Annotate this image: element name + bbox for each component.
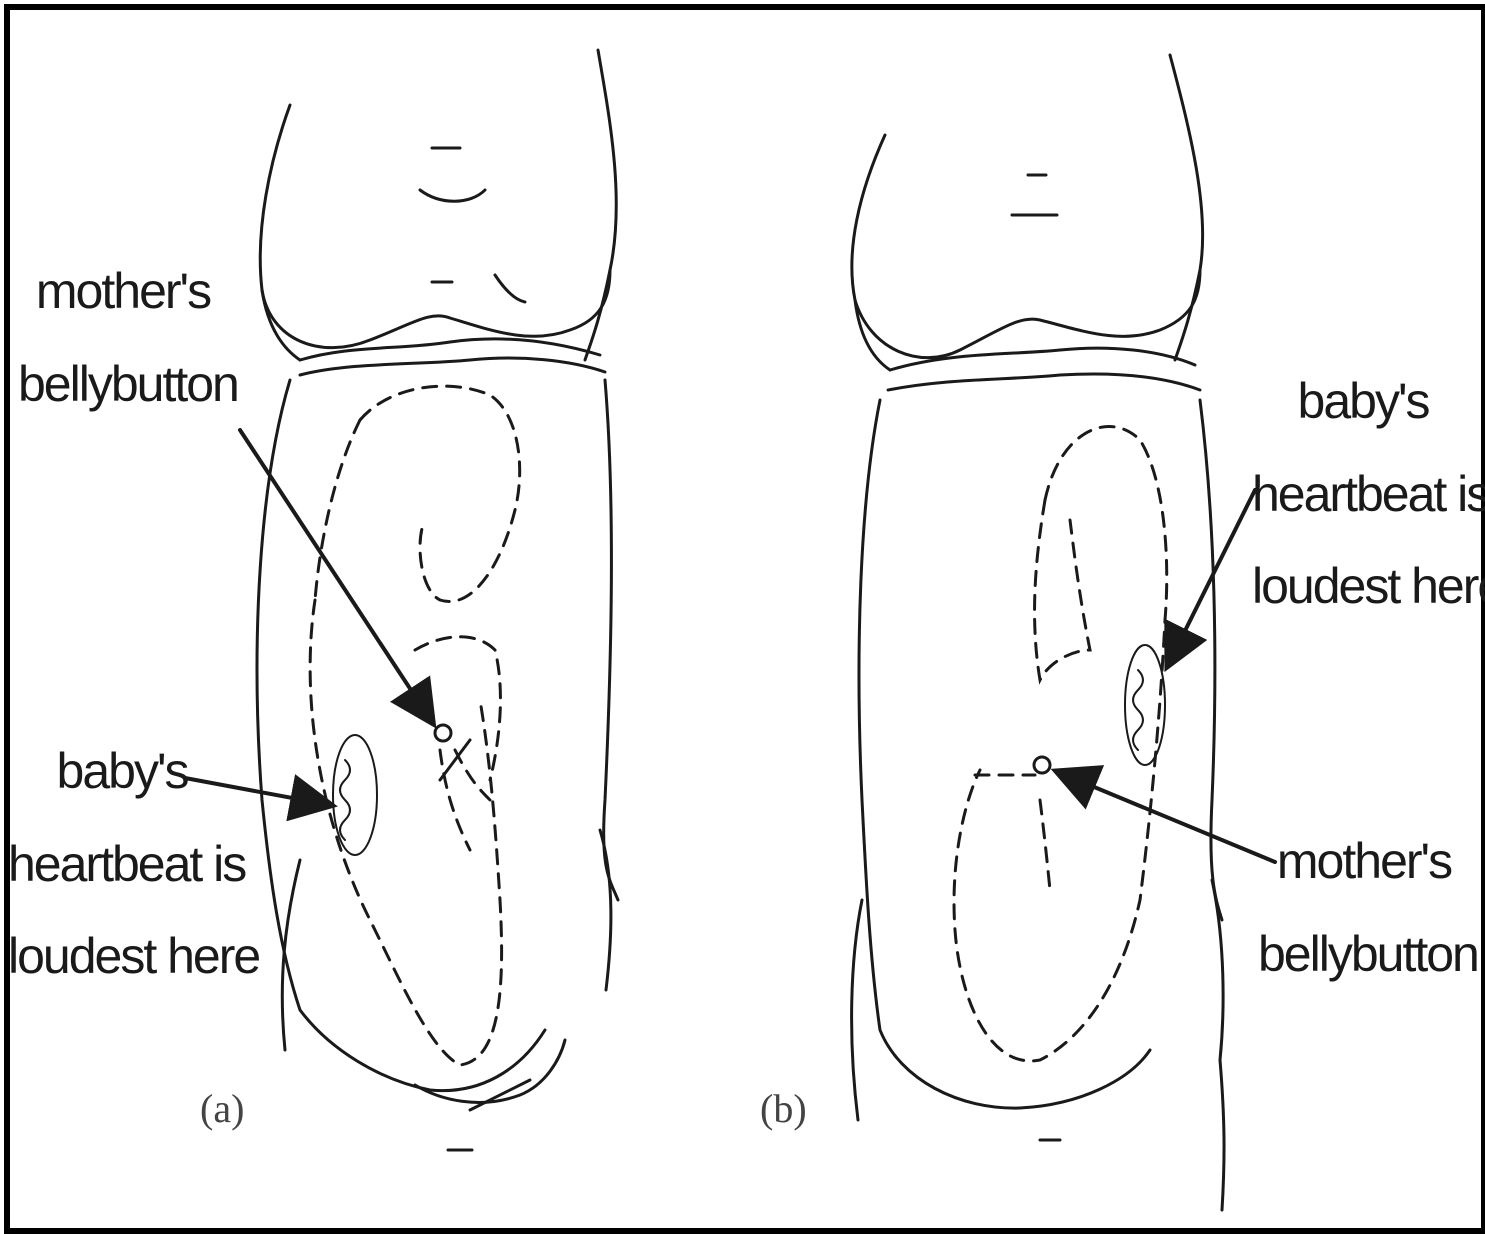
panel-b-bellybutton-label-line-2: bellybutton <box>1258 908 1470 1001</box>
panel-b-bellybutton-label: mother's bellybutton <box>1258 815 1470 1000</box>
panel-a-heartbeat-label-line-1: baby's <box>8 725 236 818</box>
panel-a-heartbeat-label: baby's heartbeat is loudest here <box>8 725 236 1003</box>
panel-a-heartbeat-label-line-2: heartbeat is <box>8 818 236 911</box>
panel-a-heartbeat-label-line-3: loudest here <box>8 910 236 1003</box>
panel-b-heartbeat-label-line-1: baby's <box>1252 355 1474 448</box>
panel-a-bellybutton-label: mother's bellybutton <box>18 245 228 430</box>
panel-a-figure <box>185 50 618 1150</box>
panel-b-heartbeat-label-line-3: loudest here <box>1252 540 1474 633</box>
panel-b-heartbeat-label-line-2: heartbeat is <box>1252 448 1474 541</box>
panel-b-tag: (b) <box>760 1085 807 1132</box>
panel-b-heartbeat-label: baby's heartbeat is loudest here <box>1252 355 1474 633</box>
panel-b-figure <box>852 55 1275 1210</box>
panel-a-tag: (a) <box>200 1085 244 1132</box>
panel-a-bellybutton-label-line-1: mother's <box>18 245 228 338</box>
panel-b-bellybutton-label-line-1: mother's <box>1258 815 1470 908</box>
panel-a-bellybutton-label-line-2: bellybutton <box>18 338 228 431</box>
